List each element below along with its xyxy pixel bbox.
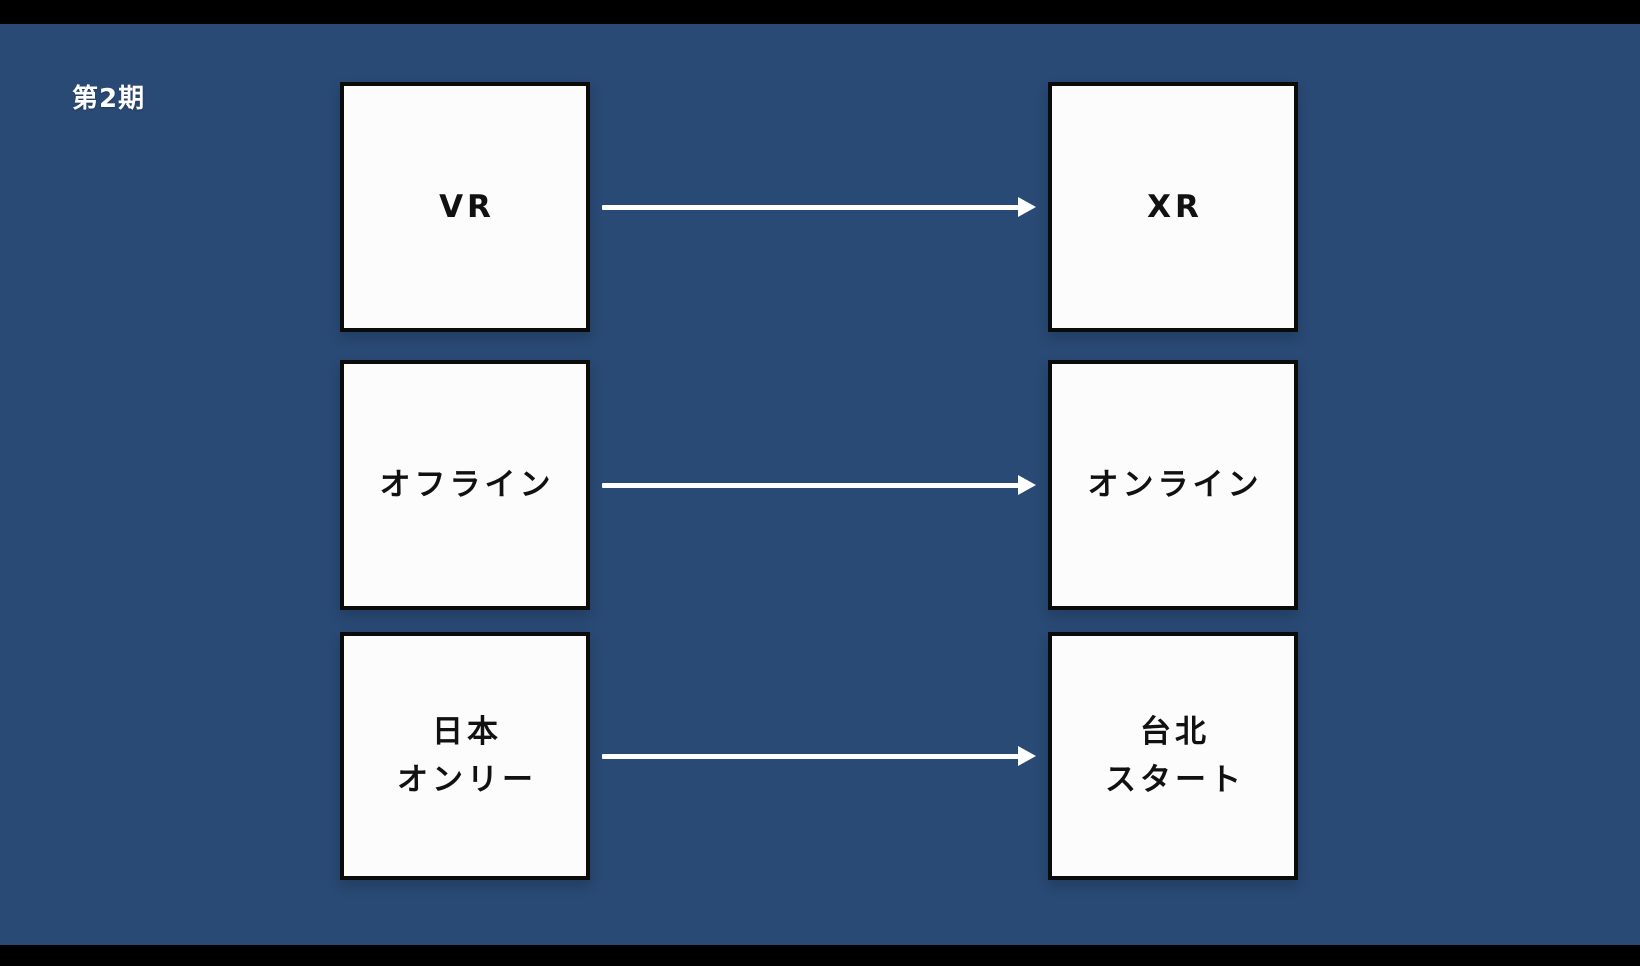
arrow-head	[1018, 475, 1036, 495]
box-label: 日本 オンリー	[397, 713, 537, 798]
box-label: VR	[439, 188, 495, 225]
to-box-taipei-start: 台北 スタート	[1048, 632, 1298, 880]
right-arrow-icon	[602, 744, 1036, 768]
box-label: オフライン	[379, 466, 555, 503]
box-label: オンライン	[1087, 466, 1263, 503]
from-box-vr: VR	[340, 82, 590, 332]
letterbox-bottom-bar	[0, 945, 1640, 966]
box-label: XR	[1147, 188, 1203, 225]
arrow-head	[1018, 746, 1036, 766]
letterbox-top-bar	[0, 0, 1640, 24]
diagram-row-vr-xr: VR XR	[340, 82, 1298, 332]
phase-label: 第2期	[72, 84, 146, 114]
arrow-line	[602, 204, 1022, 210]
to-box-xr: XR	[1048, 82, 1298, 332]
arrow-line	[602, 482, 1022, 488]
arrow-line	[602, 753, 1022, 759]
from-box-japan-only: 日本 オンリー	[340, 632, 590, 880]
arrow-head	[1018, 197, 1036, 217]
diagram-row-japan-taipei: 日本 オンリー 台北 スタート	[340, 632, 1298, 880]
right-arrow-icon	[602, 195, 1036, 219]
to-box-online: オンライン	[1048, 360, 1298, 610]
from-box-offline: オフライン	[340, 360, 590, 610]
diagram-row-offline-online: オフライン オンライン	[340, 360, 1298, 610]
box-label: 台北 スタート	[1105, 713, 1245, 798]
right-arrow-icon	[602, 473, 1036, 497]
